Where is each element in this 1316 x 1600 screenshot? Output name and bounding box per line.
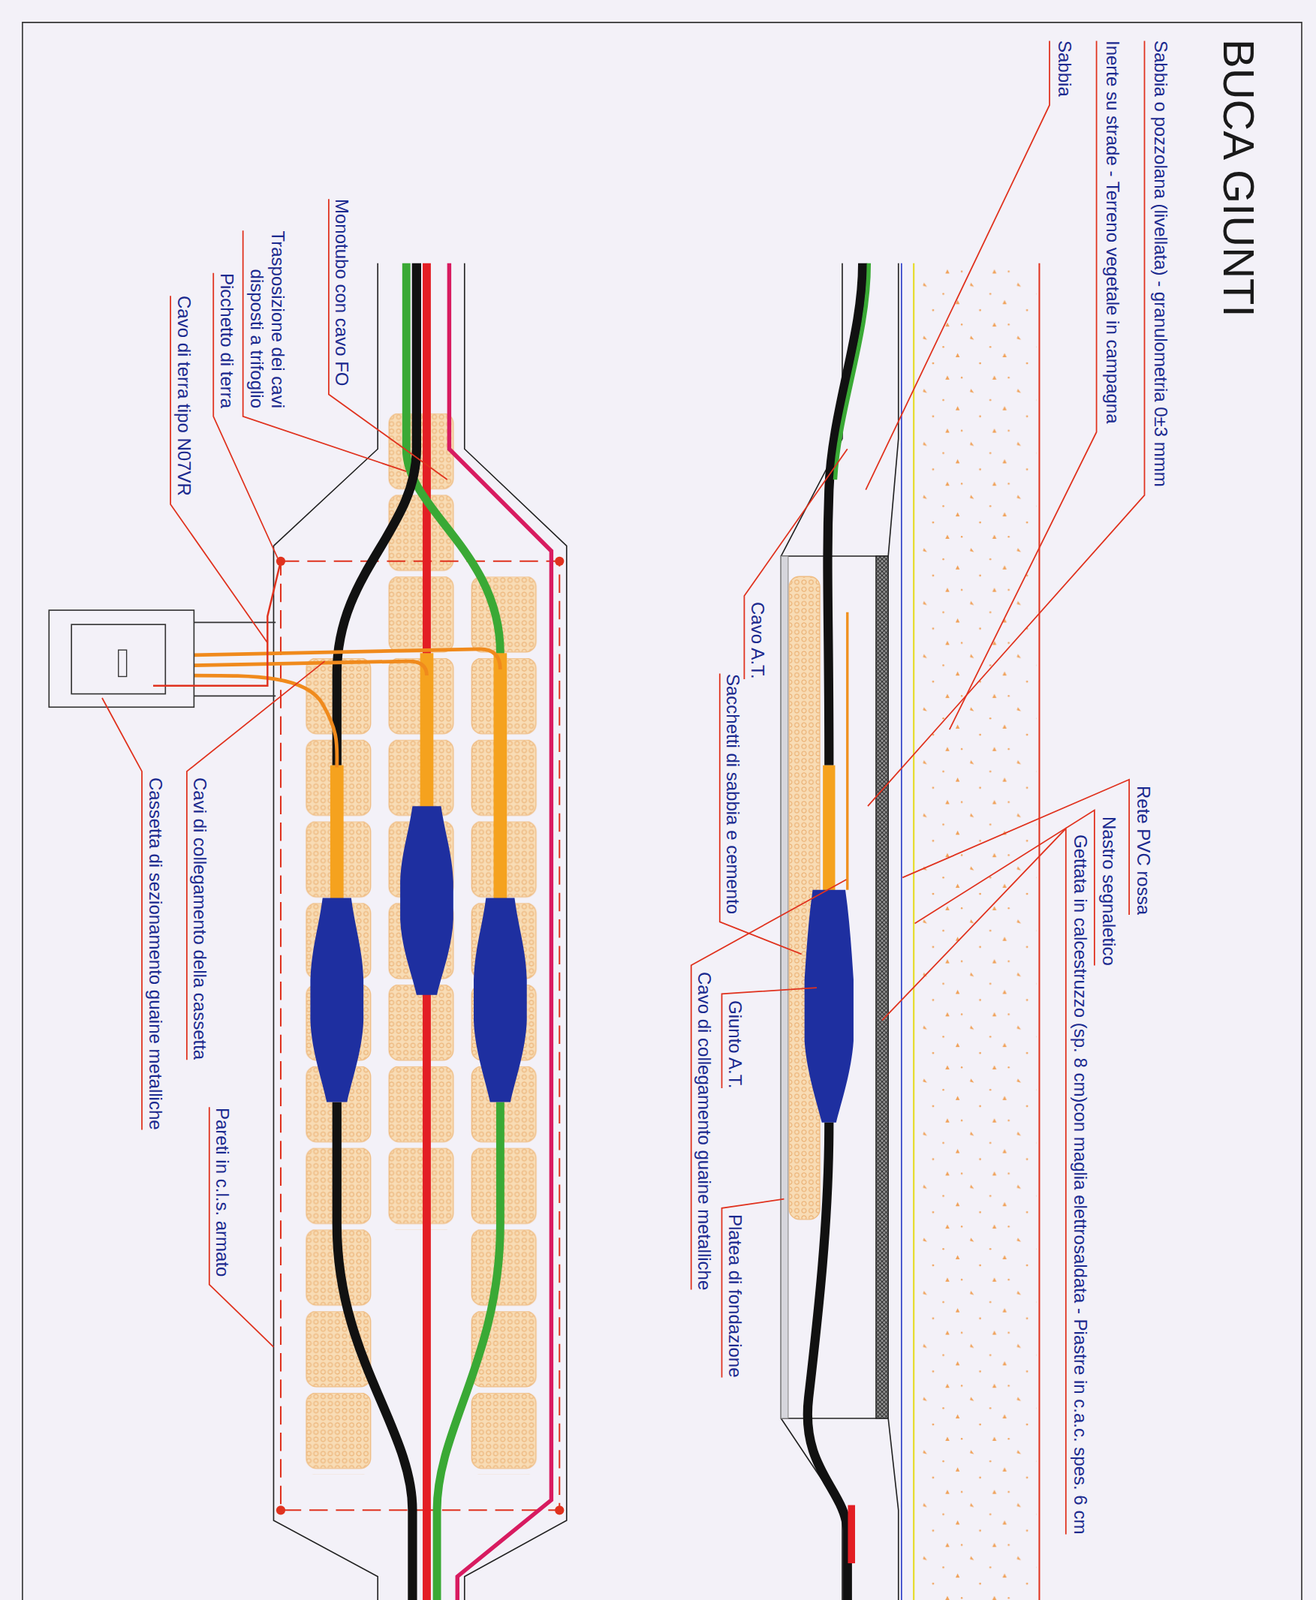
leader-line bbox=[743, 448, 847, 680]
callout-label: Picchetto di terra bbox=[216, 273, 238, 409]
leader-line bbox=[209, 1107, 275, 1348]
callout-label: Sabbia o pozzolana (livellata) - granulo… bbox=[1150, 40, 1172, 488]
diagram-title: BUCA GIUNTI bbox=[1213, 39, 1264, 318]
leader-line bbox=[102, 698, 142, 1131]
callout-label: Inerte su strade - Terreno vegetale in c… bbox=[1102, 40, 1124, 425]
leader-line bbox=[721, 1199, 784, 1379]
callout-label: Cavo A.T. bbox=[746, 602, 768, 680]
leader-line bbox=[915, 810, 1095, 967]
callout-label: Nastro segnaletico bbox=[1098, 816, 1120, 967]
hv-cable-green bbox=[436, 1102, 500, 1600]
leader-line bbox=[882, 828, 1067, 1535]
hv-joint bbox=[473, 898, 528, 1103]
callout-label: Cavi di collegamento della cassetta bbox=[189, 777, 211, 1061]
leader-line bbox=[721, 987, 817, 1089]
callout-label: Pareti in c.l.s. armato bbox=[212, 1108, 234, 1277]
pvc-net bbox=[900, 263, 903, 1600]
link-box-inner bbox=[71, 624, 166, 694]
leader-line bbox=[328, 198, 448, 480]
concrete-slab bbox=[876, 556, 889, 1419]
hv-cable-green bbox=[834, 263, 869, 480]
sheath-bond-cable bbox=[846, 612, 849, 891]
callout-label: Cassetta di sezionamento guaine metallic… bbox=[144, 777, 166, 1131]
cable-sleeve bbox=[822, 765, 835, 893]
leader-line bbox=[186, 661, 326, 1061]
callout-label: Rete PVC rossa bbox=[1132, 785, 1154, 916]
pit-walls bbox=[273, 263, 567, 1600]
callout-label: Sabbia bbox=[1054, 40, 1076, 97]
hv-cable-black bbox=[337, 1102, 413, 1600]
callout-label: Sacchetti di sabbia e cemento bbox=[722, 674, 744, 915]
bond-cable bbox=[193, 649, 500, 670]
callout-label: Trasposizione dei cavi disposti a trifog… bbox=[246, 183, 289, 409]
hv-cable bbox=[827, 263, 863, 766]
callout-label: Cavo di collegamento guaine metalliche bbox=[694, 972, 716, 1291]
sheet-frame bbox=[22, 22, 1302, 1600]
cable-sleeve bbox=[330, 765, 344, 901]
sandbag-column bbox=[388, 413, 456, 1231]
earth-rod bbox=[554, 1505, 564, 1515]
cable-sleeve bbox=[493, 653, 508, 901]
earth-cable bbox=[153, 561, 281, 687]
leader-lines bbox=[102, 40, 1145, 1535]
leader-line bbox=[719, 673, 802, 955]
earth-rod bbox=[276, 1505, 286, 1515]
hv-cable bbox=[807, 1123, 848, 1600]
joint-pit bbox=[780, 556, 889, 1419]
hv-joint bbox=[310, 898, 364, 1103]
foundation-slab bbox=[780, 556, 789, 1419]
earth-rod bbox=[554, 557, 564, 567]
callout-label: Platea di fondazione bbox=[724, 1214, 746, 1379]
callout-label: Giunto A.T. bbox=[724, 1000, 746, 1089]
callout-label: Monotubo con cavo FO bbox=[331, 198, 353, 386]
link-box bbox=[48, 610, 194, 708]
leader-line bbox=[865, 40, 1050, 490]
leader-line bbox=[949, 40, 1097, 730]
leader-line bbox=[691, 879, 847, 1291]
hv-cable-red bbox=[847, 1505, 856, 1565]
leader-line bbox=[867, 40, 1145, 807]
leader-line bbox=[902, 779, 1130, 916]
hv-joint bbox=[804, 890, 854, 1124]
hv-joint bbox=[400, 806, 454, 996]
bond-cable bbox=[193, 675, 338, 768]
callout-label: Cavo di terra tipo N07VR bbox=[173, 295, 195, 497]
callout-label: Gettata in calcestruzzo (sp. 8 cm)con ma… bbox=[1069, 834, 1091, 1535]
warning-tape bbox=[912, 263, 915, 1600]
cable-sleeve bbox=[420, 653, 434, 809]
layer-boundary bbox=[1038, 263, 1040, 1600]
sand-layer bbox=[916, 263, 1036, 1600]
trench-wall bbox=[888, 263, 899, 1600]
link-box-slot bbox=[118, 650, 127, 677]
